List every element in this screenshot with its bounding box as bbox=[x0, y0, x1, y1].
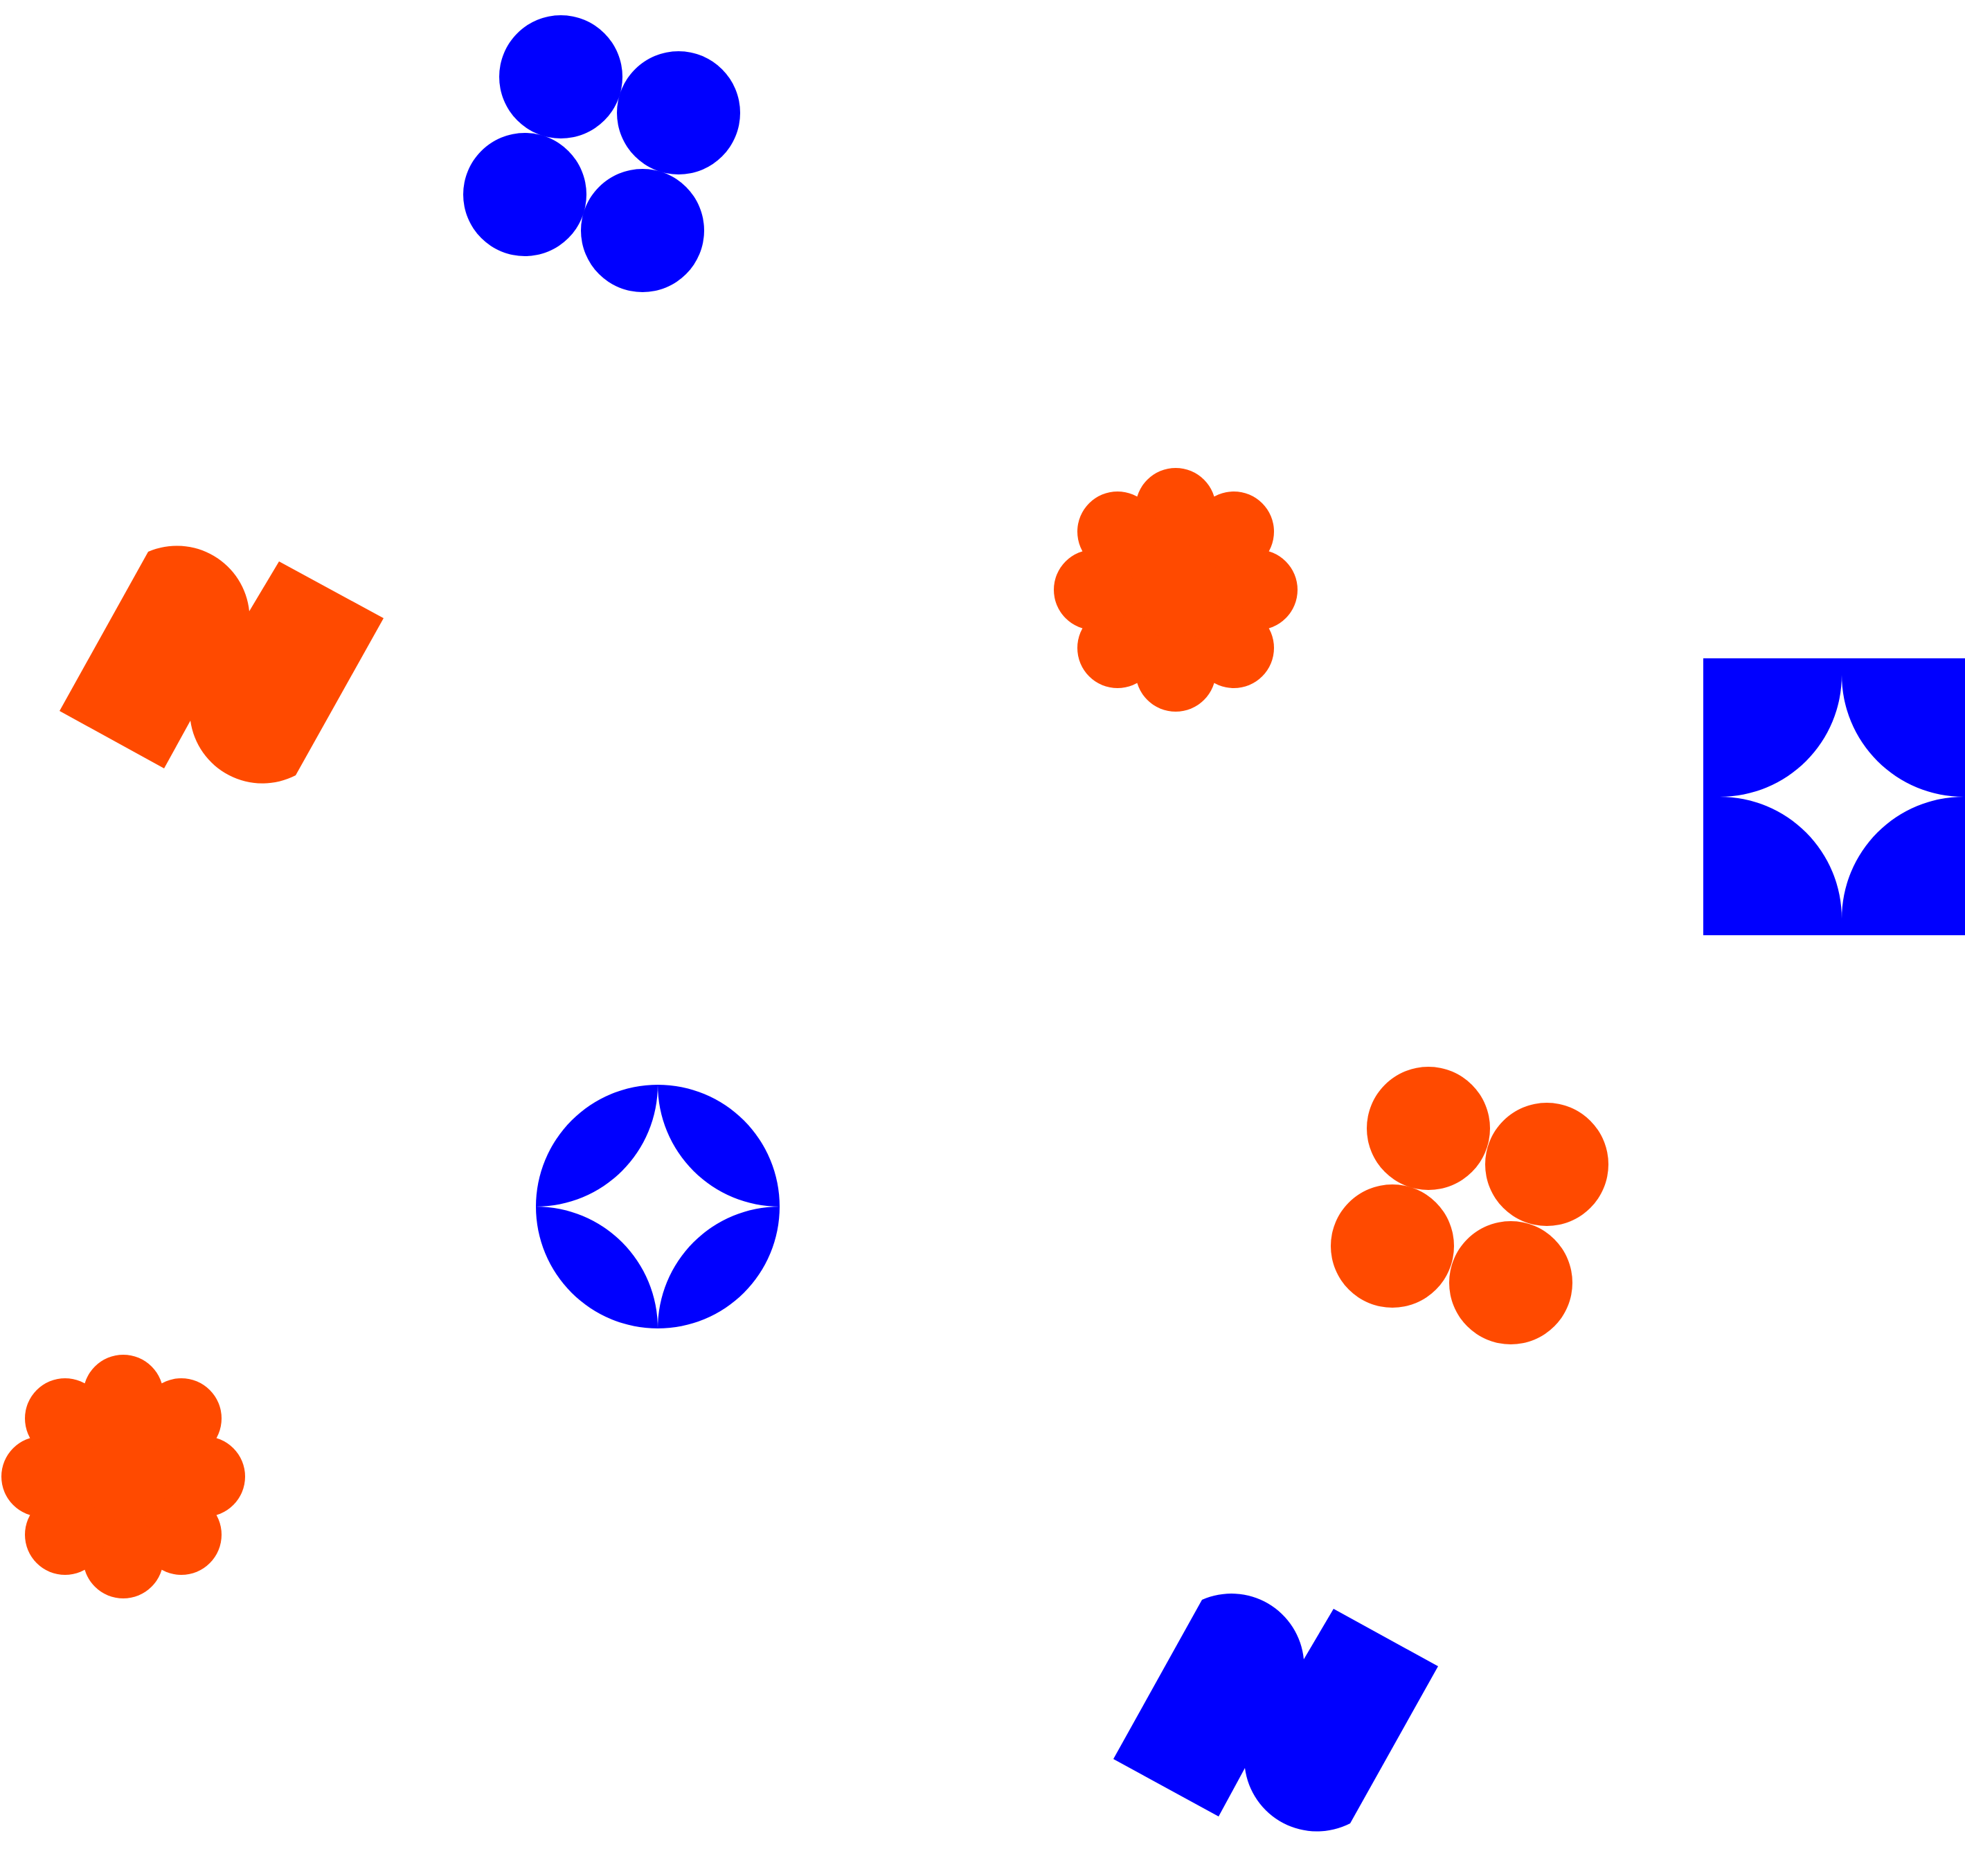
orange-cluster-circle-4 bbox=[1449, 1221, 1572, 1344]
flower-petal bbox=[25, 1378, 105, 1459]
orange-cluster-circle-3 bbox=[1331, 1184, 1454, 1308]
blue-cluster-circle-4 bbox=[581, 169, 704, 292]
blue-star-circle-center bbox=[536, 1085, 780, 1328]
blue-cluster-circle-2 bbox=[617, 51, 740, 174]
flower-petal bbox=[1077, 491, 1158, 572]
orange-s-block bbox=[60, 545, 384, 784]
orange-flower-top bbox=[1054, 468, 1298, 712]
orange-cluster-circle-1 bbox=[1367, 1067, 1490, 1190]
orange-cluster-circle-2 bbox=[1485, 1103, 1608, 1226]
orange-flower-bottom bbox=[1, 1355, 245, 1598]
blue-circle-cluster bbox=[463, 15, 740, 292]
blue-s-block bbox=[1113, 1594, 1438, 1832]
blue-cluster-circle-1 bbox=[499, 15, 622, 138]
orange-circle-cluster bbox=[1331, 1067, 1608, 1344]
blue-star-circle-right bbox=[1598, 553, 1965, 1040]
blue-cluster-circle-3 bbox=[463, 133, 586, 256]
